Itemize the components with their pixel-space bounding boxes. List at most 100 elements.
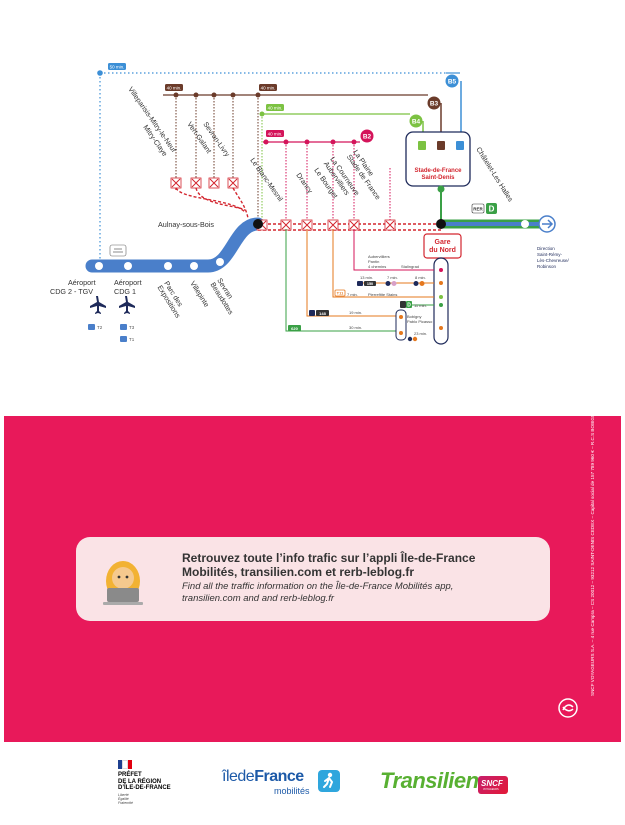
b2-frequency-badge [266,130,284,137]
b3-frequency-badge-left [165,84,183,91]
bus-148-badge: 148 [319,311,326,316]
b5-frequency-text: 50 min. [110,65,125,70]
freq-148: 19 min. [349,310,362,315]
b3-frequency-right-text: 40 min. [261,86,276,91]
freq-150: 13 min. [360,275,373,280]
card-subtitle: Find all the traffic information on the … [182,581,454,604]
person-laptop-icon [103,561,143,605]
idf-sub: mobilités [274,786,310,796]
connections-column [433,257,449,345]
transilien-logo: Transilien [380,768,479,793]
freq-m7: 7 min. [387,275,398,280]
b2-drops [285,142,391,220]
freq-620: 30 min. [349,325,362,330]
rer-b-main-line [85,217,265,273]
b5-badge [445,74,459,88]
station-blanc-mesnil: Le Blanc-Mesnil [248,156,285,203]
b3-branch-drops [175,95,259,220]
bus-icons [418,141,464,150]
freq-m6: 23 min. [414,331,427,336]
station-villepinte: Villepinte [188,279,211,308]
station-aulnay: Aulnay-sous-Bois [158,220,214,229]
b4-badge [409,114,423,128]
b5-frequency-badge [108,63,126,70]
freq-rer-d: 11 min. [414,303,427,308]
route-t11 [332,229,434,298]
closed-branch-link [175,187,249,219]
bus-620-badge: 620 [291,326,298,331]
b5-badge-text: B5 [448,79,457,86]
t11-badge: T11 [337,291,344,296]
b2-badge-text: B2 [363,134,372,141]
rer-label-text: RER [473,207,483,212]
french-flag-icon [118,760,132,769]
b3-badge-text: B3 [430,101,439,108]
closed-stations-branch [170,177,239,189]
b5-dot [97,70,103,76]
closed-stations-main [256,219,396,231]
prefet-logo: PRÉFET DE LA RÉGION D’ÎLE-DE-FRANCE Libe… [118,760,188,805]
gare-du-nord-box [423,233,462,259]
b2-stop-1 [263,139,269,145]
prefet-title: PRÉFET DE LA RÉGION D’ÎLE-DE-FRANCE [118,772,171,791]
traffic-info-card: Retrouvez toute l’info trafic sur l’appl… [76,537,550,621]
prefet-motto: Liberté Égalité Fraternité [118,792,133,805]
b4-frequency-badge [266,104,284,111]
b4-badge-text: B4 [412,119,421,126]
b2-badge [360,129,374,143]
station-la-plaine: La PlaineStade de France [345,148,389,201]
station-sevran-beaudottes: SevranBeaudottes [209,276,243,316]
terminal-t2: T2 [97,325,103,330]
legal-text-column: SNCF VOYAGEURS S.A. – 4 rue Campra – CS … [590,314,602,696]
pierrefitte-label: Pierrefitte Stains [368,292,397,297]
sncf-voyageurs-logo: SNCF VOYAGEURS [478,776,508,794]
connection-dots [439,268,443,330]
freq-m5: 8 min. [415,275,426,280]
terminal-t1: T1 [129,337,135,342]
rer-b-line-map: 50 min. B5 40 min. 40 min. B3 40 min. B4… [50,63,570,345]
idf-mobilites-logo: îledeFrance mobilités [222,768,342,800]
gare-du-nord-interchange [436,219,446,229]
terminal-t3: T3 [129,325,135,330]
plane-icon [90,296,135,314]
legal-text: SNCF VOYAGEURS S.A. – 4 rue Campra – CS … [590,314,595,696]
bobigny-box [395,309,407,341]
stalingrad-label: Stalingrad [401,264,419,269]
route-148 [306,229,400,317]
b3-badge [427,96,441,110]
station-parc-expo: Parc desExpositions [156,279,190,320]
idf-runner-icon [318,770,340,792]
b3-frequency-left-text: 40 min. [167,86,182,91]
idf-word-a: îlede [222,768,255,785]
station-chatelet: Châtelet-Les Halles [474,145,515,203]
b2-frequency-text: 40 min. [268,132,283,137]
card-title: Retrouvez toute l’info trafic sur l’appl… [182,551,476,579]
b3-frequency-badge-right [259,84,277,91]
connection-badges: 150 T11 D 148 620 [288,281,425,342]
tgv-icon [109,244,127,257]
aulnay-interchange [253,219,263,229]
rer-label-icon [471,203,485,214]
route-150 [353,229,434,271]
rer-d-small-badge: D [407,303,411,309]
sncf-text: SNCF [481,779,503,788]
rer-d-badge [486,203,497,214]
chatelet-stop [521,220,529,228]
route-620 [285,229,400,332]
bus-150-badge: 150 [367,282,373,286]
sncf-sub: VOYAGEURS [483,788,499,791]
main-line-stops [95,258,224,270]
freq-t11: 7 min. [347,292,358,297]
b4-frequency-text: 40 min. [268,106,283,111]
sncf-swirl-logo [558,698,578,718]
station-drancy: Drancy [294,171,315,195]
idf-word-b: France [254,768,304,785]
rer-d-badge-text: D [489,205,495,214]
